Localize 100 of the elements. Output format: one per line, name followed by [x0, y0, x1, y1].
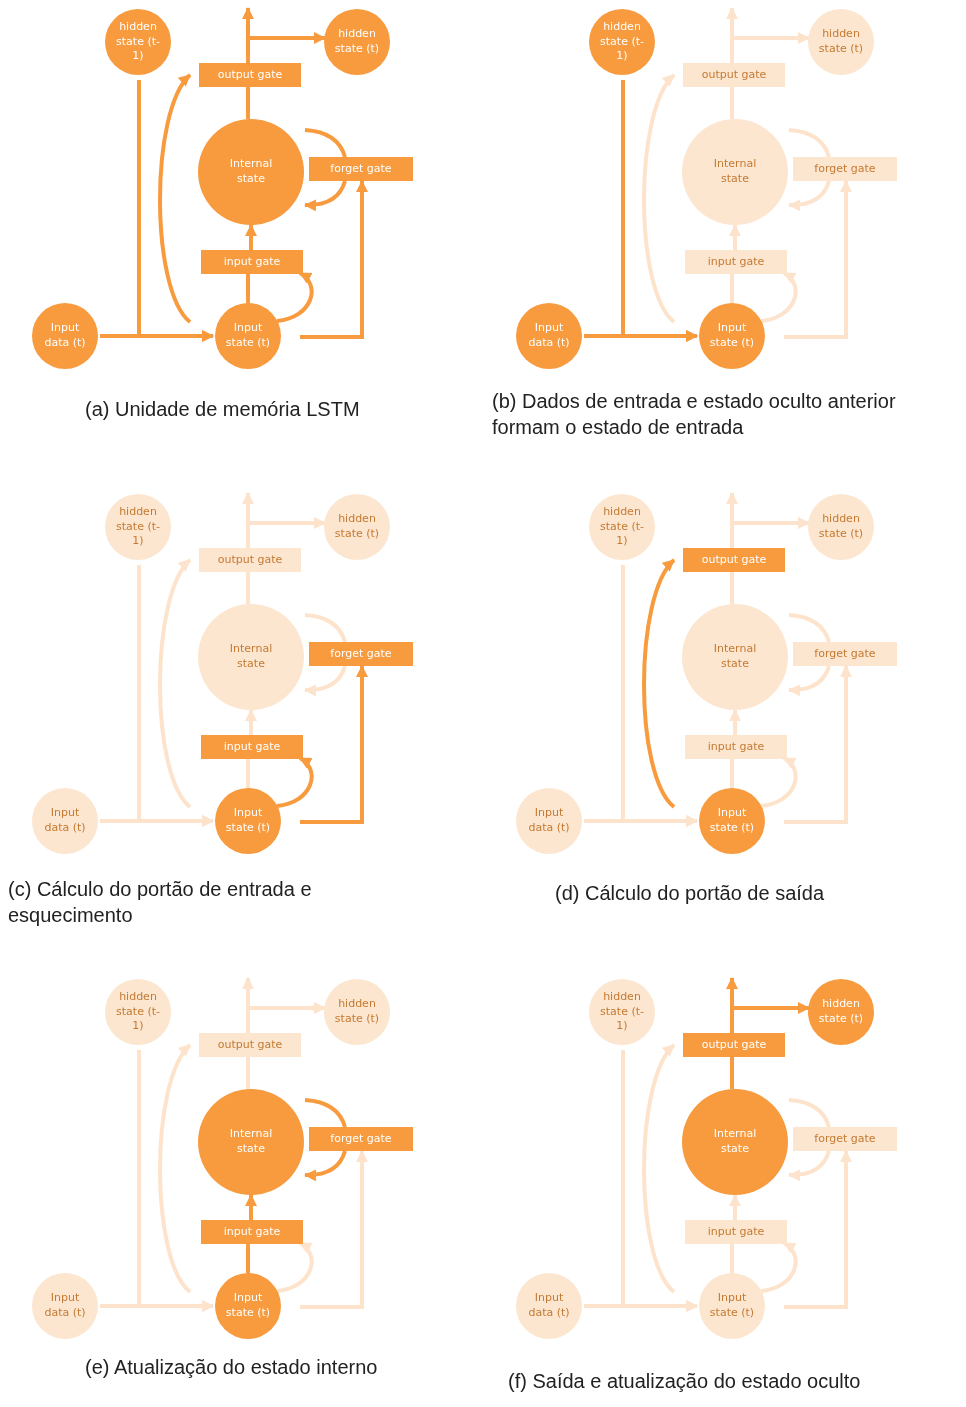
arrow: [245, 709, 257, 735]
state-circle: Input data (t): [516, 303, 582, 369]
connector-line: [788, 613, 831, 643]
arrow: [245, 224, 257, 250]
arrow: [642, 1043, 676, 1294]
figure-caption: (a) Unidade de memória LSTM: [85, 397, 361, 422]
connector-line: [246, 1057, 250, 1089]
gate-box: input gate: [201, 1220, 303, 1244]
gate-box: output gate: [199, 1033, 301, 1057]
arrow: [158, 558, 192, 809]
arrow: [788, 665, 831, 696]
figure-caption: (c) Cálculo do portão de entrada e esquecimento: [8, 877, 313, 928]
arrow: [729, 709, 741, 735]
state-circle: hidden state (t-1): [589, 9, 655, 75]
arrow: [784, 1150, 852, 1309]
figure-caption: (e) Atualização do estado interno: [85, 1355, 379, 1380]
connector-line: [246, 759, 250, 788]
arrow: [788, 180, 831, 211]
connector-line: [730, 759, 734, 788]
arrow: [276, 271, 314, 323]
arrow: [300, 665, 368, 824]
connector-line: [304, 128, 347, 158]
arrow: [304, 665, 347, 696]
gate-box: forget gate: [793, 157, 897, 181]
gate-box: output gate: [199, 63, 301, 87]
gate-box: input gate: [685, 250, 787, 274]
arrow: [760, 756, 798, 808]
arrow: [137, 80, 214, 342]
state-circle: Internal state: [682, 119, 788, 225]
arrow: [642, 73, 676, 324]
connector-line: [304, 613, 347, 643]
state-circle: hidden state (t-1): [105, 9, 171, 75]
state-circle: Input data (t): [516, 788, 582, 854]
gate-box: output gate: [683, 548, 785, 572]
state-circle: hidden state (t): [808, 979, 874, 1045]
gate-box: input gate: [685, 735, 787, 759]
state-circle: hidden state (t): [324, 9, 390, 75]
arrow: [300, 180, 368, 339]
gate-box: forget gate: [309, 157, 413, 181]
arrow: [276, 1241, 314, 1293]
state-circle: Input state (t): [699, 303, 765, 369]
connector-line: [730, 1057, 734, 1089]
connector-line: [788, 128, 831, 158]
state-circle: Internal state: [198, 604, 304, 710]
state-circle: hidden state (t-1): [105, 979, 171, 1045]
connector-line: [730, 274, 734, 303]
state-circle: Input state (t): [215, 1273, 281, 1339]
state-circle: Internal state: [198, 119, 304, 225]
connector-line: [246, 274, 250, 303]
arrow: [621, 1050, 698, 1312]
arrow: [246, 517, 326, 548]
arrow: [158, 1043, 192, 1294]
arrow: [760, 1241, 798, 1293]
arrow: [276, 756, 314, 808]
state-circle: hidden state (t-1): [589, 979, 655, 1045]
arrow: [788, 1150, 831, 1181]
arrow: [729, 1194, 741, 1220]
connector-line: [730, 572, 734, 604]
gate-box: input gate: [201, 250, 303, 274]
state-circle: Input state (t): [215, 788, 281, 854]
gate-box: output gate: [199, 548, 301, 572]
state-circle: Internal state: [198, 1089, 304, 1195]
figure-caption: (b) Dados de entrada e estado oculto anterior formam o estado de entrada: [492, 389, 897, 440]
connector-line: [246, 1244, 250, 1273]
state-circle: Input data (t): [516, 1273, 582, 1339]
arrow: [137, 565, 214, 827]
arrow: [137, 1050, 214, 1312]
arrow: [784, 665, 852, 824]
state-circle: Input state (t): [699, 788, 765, 854]
arrow: [760, 271, 798, 323]
arrow: [621, 80, 698, 342]
arrow: [730, 1002, 810, 1033]
arrow: [158, 73, 192, 324]
figure-caption: (d) Cálculo do portão de saída: [555, 881, 826, 906]
arrow: [784, 180, 852, 339]
arrow: [245, 1194, 257, 1220]
gate-box: forget gate: [793, 1127, 897, 1151]
arrow: [300, 1150, 368, 1309]
arrow: [730, 517, 810, 548]
arrow: [246, 32, 326, 63]
arrow: [729, 224, 741, 250]
connector-line: [788, 1098, 831, 1128]
gate-box: forget gate: [309, 642, 413, 666]
state-circle: Internal state: [682, 1089, 788, 1195]
state-circle: Input state (t): [215, 303, 281, 369]
figure-caption: (f) Saída e atualização do estado oculto: [508, 1369, 862, 1394]
state-circle: hidden state (t): [324, 979, 390, 1045]
connector-line: [730, 87, 734, 119]
connector-line: [304, 1098, 347, 1128]
arrow: [304, 180, 347, 211]
state-circle: Input state (t): [699, 1273, 765, 1339]
state-circle: hidden state (t): [808, 9, 874, 75]
state-circle: hidden state (t): [324, 494, 390, 560]
connector-line: [246, 572, 250, 604]
state-circle: Input data (t): [32, 788, 98, 854]
gate-box: output gate: [683, 63, 785, 87]
arrow: [246, 1002, 326, 1033]
state-circle: hidden state (t): [808, 494, 874, 560]
arrow: [621, 565, 698, 827]
gate-box: forget gate: [309, 1127, 413, 1151]
